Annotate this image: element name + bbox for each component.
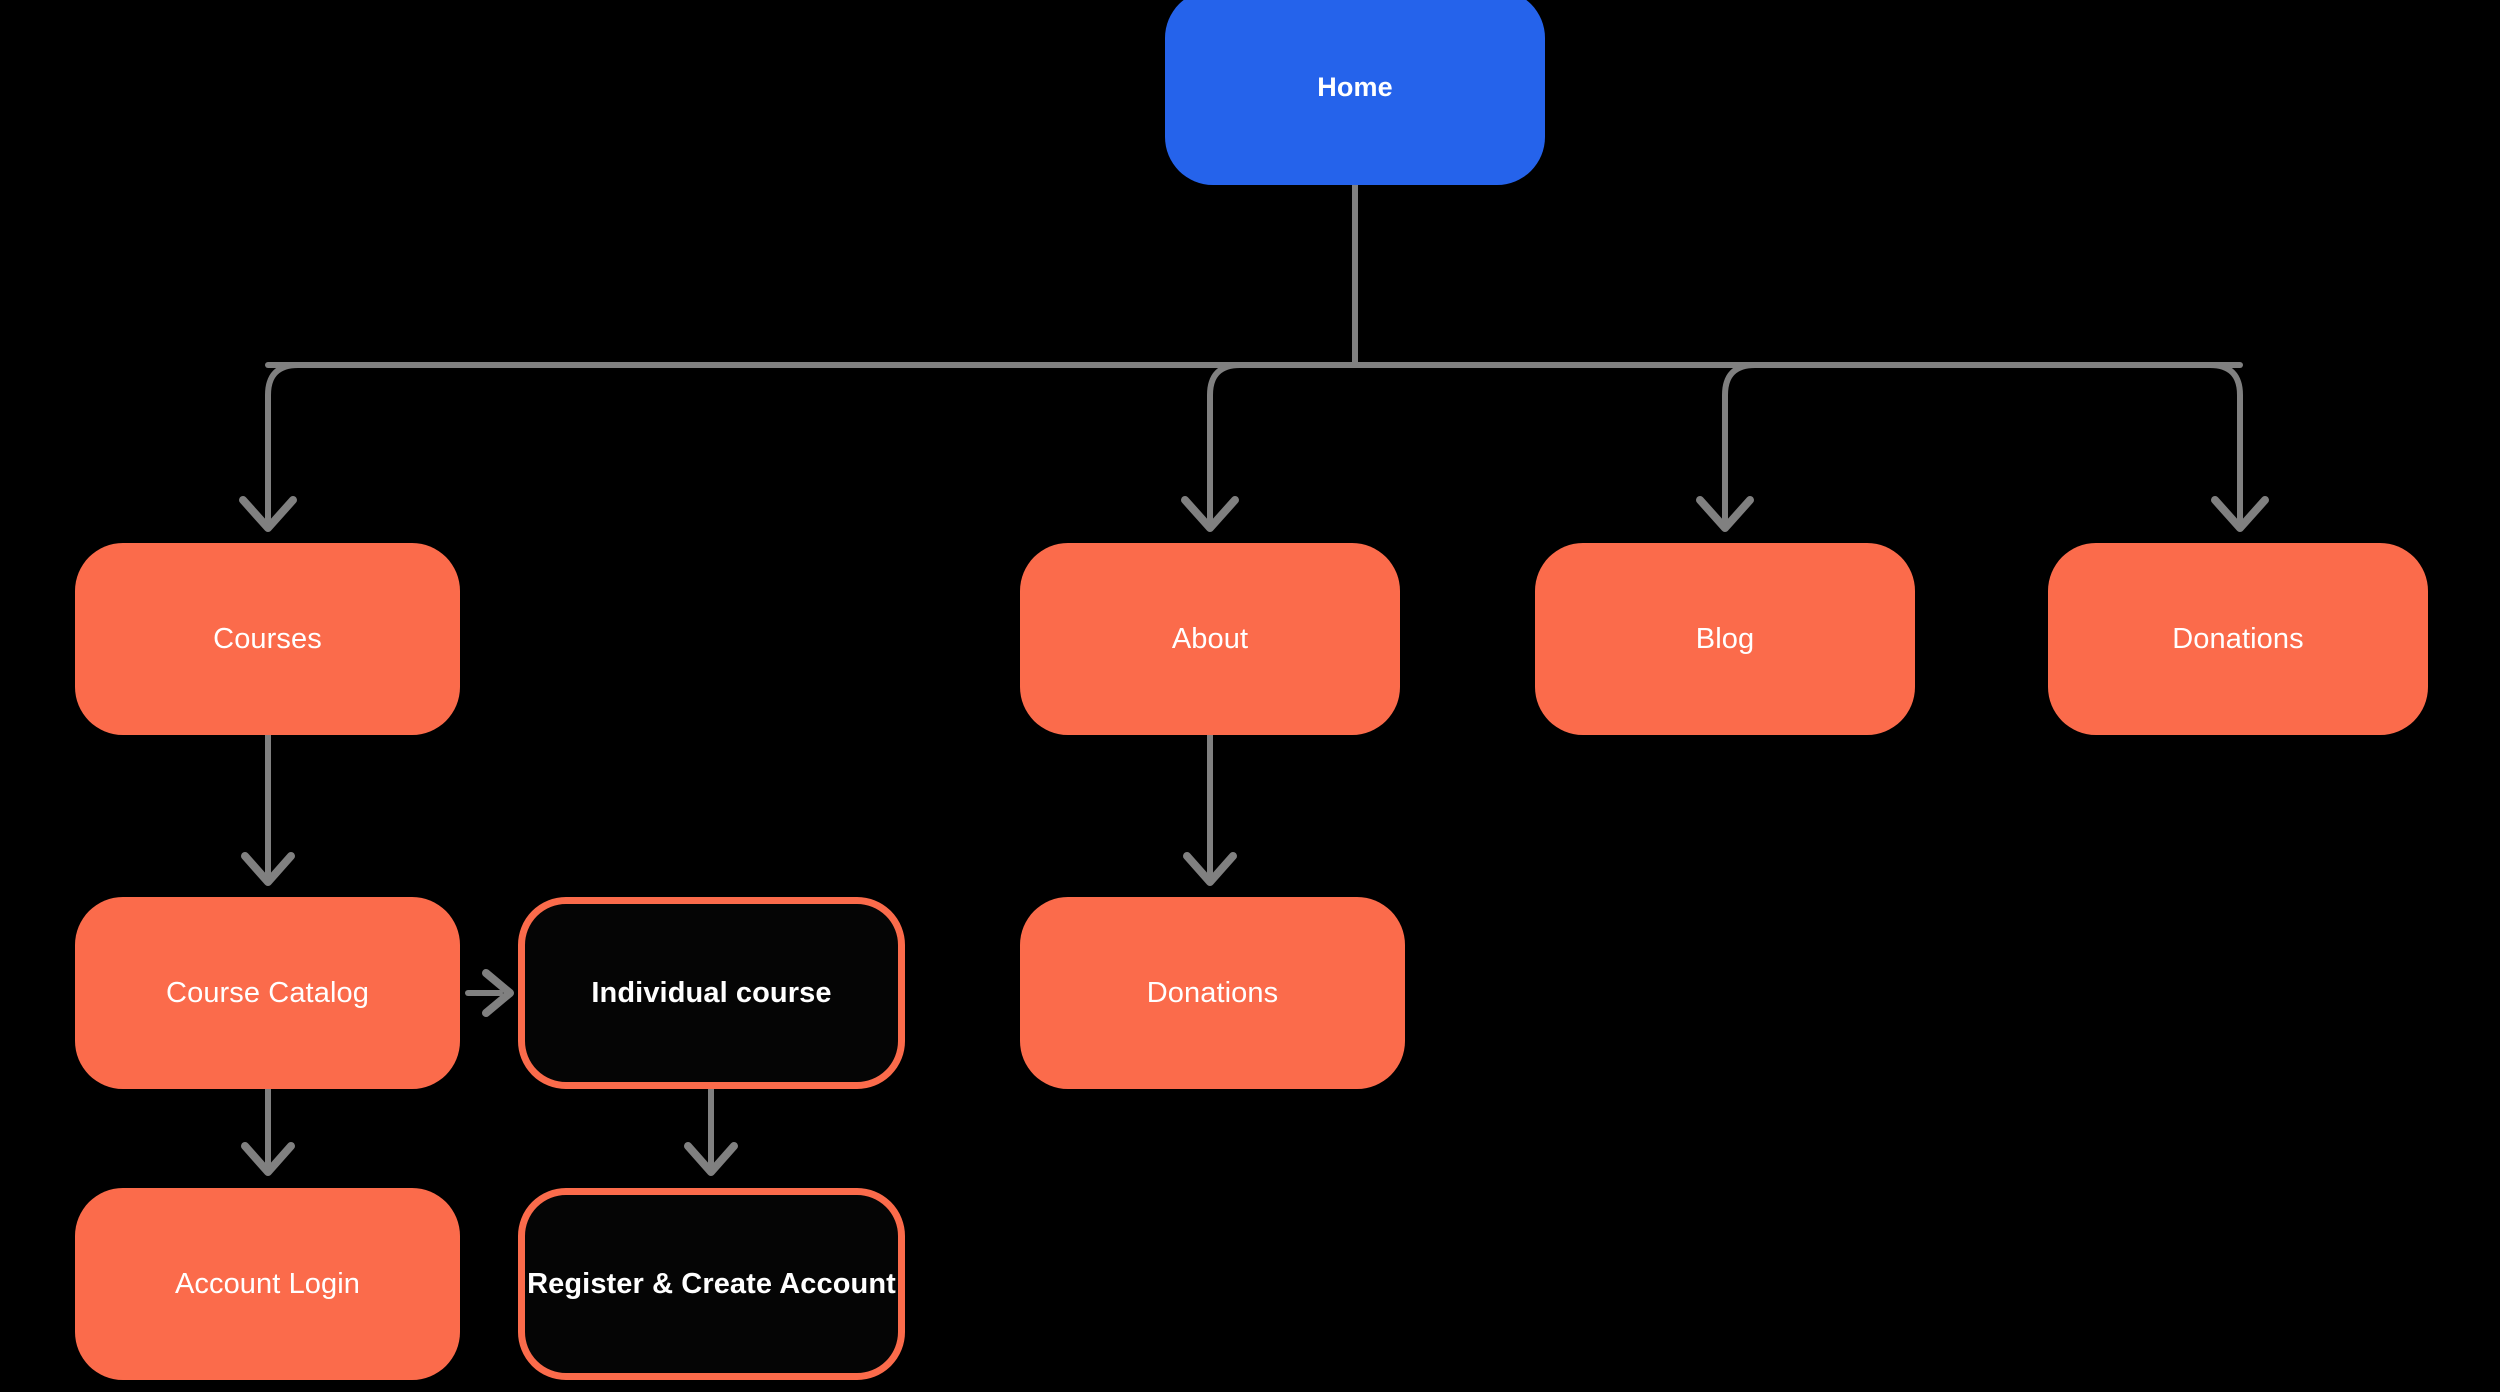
node-home[interactable]: Home: [1165, 0, 1545, 185]
node-label: Individual course: [591, 976, 832, 1009]
arrowhead-about: [1181, 496, 1239, 532]
node-donations-top[interactable]: Donations: [2048, 543, 2428, 735]
node-label: Account Login: [174, 1267, 361, 1300]
node-label: Register & Create Account: [527, 1267, 896, 1300]
edge-home-to-blog: [1722, 362, 1758, 523]
node-about[interactable]: About: [1020, 543, 1400, 735]
node-label: Courses: [213, 622, 322, 655]
node-label: Donations: [2172, 622, 2304, 655]
edge-home-to-about: [1207, 362, 1243, 523]
arrowhead-donations-sub: [1183, 852, 1237, 886]
node-courses[interactable]: Courses: [75, 543, 460, 735]
node-individual-course[interactable]: Individual course: [518, 897, 905, 1089]
node-register-create-account[interactable]: Register & Create Account: [518, 1188, 905, 1380]
node-account-login[interactable]: Account Login: [75, 1188, 460, 1380]
node-label: Blog: [1695, 622, 1755, 655]
arrowhead-register: [684, 1142, 738, 1176]
arrowhead-course-catalog: [241, 852, 295, 886]
edge-home-to-courses: [265, 362, 301, 523]
arrowhead-courses: [239, 496, 297, 532]
node-blog[interactable]: Blog: [1535, 543, 1915, 735]
node-label: Home: [1317, 72, 1393, 103]
node-label: Course Catalog: [166, 976, 369, 1009]
arrowhead-blog: [1696, 496, 1754, 532]
arrowhead-donations-top: [2211, 496, 2269, 532]
node-donations-sub[interactable]: Donations: [1020, 897, 1405, 1089]
arrowhead-individual-course: [482, 969, 514, 1017]
edge-home-to-donations-top: [2207, 362, 2243, 523]
node-label: Donations: [1146, 976, 1279, 1009]
arrowhead-account-login: [241, 1142, 295, 1176]
node-course-catalog[interactable]: Course Catalog: [75, 897, 460, 1089]
node-label: About: [1171, 622, 1249, 655]
